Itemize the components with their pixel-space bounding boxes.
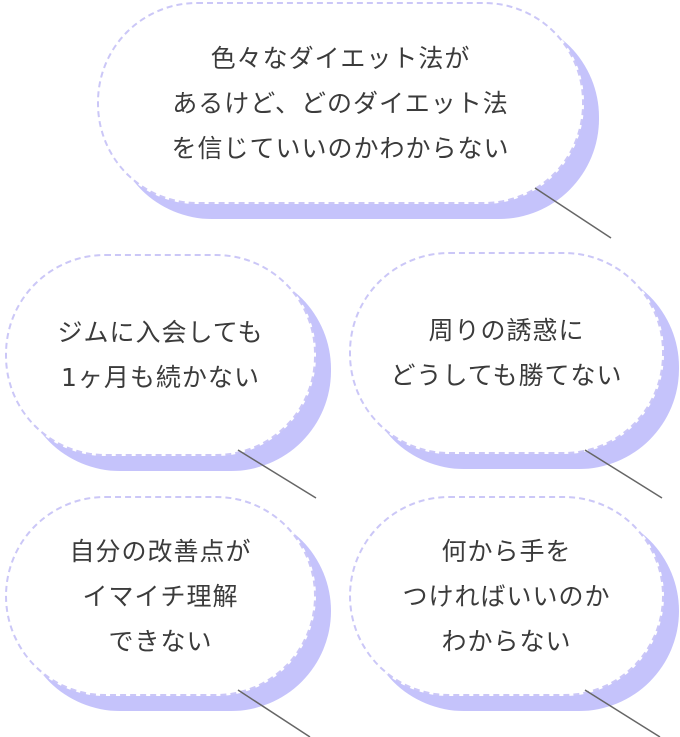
bubble-body: 何から手を つければいいのか わからない [349,496,664,696]
speech-bubble-1: 色々なダイエット法が あるけど、どのダイエット法 を信じていいのかわからない [97,2,599,219]
bubble-body: 自分の改善点が イマイチ理解 できない [5,496,316,696]
speech-bubble-3: 周りの誘惑に どうしても勝てない [349,252,679,469]
bubble-text-line: 周りの誘惑に [428,316,585,345]
bubble-body: 色々なダイエット法が あるけど、どのダイエット法 を信じていいのかわからない [97,2,584,204]
bubble-pointer-line [534,187,612,239]
bubble-pointer-line [237,449,317,499]
bubble-text-line: 色々なダイエット法が [210,43,471,73]
bubble-text-line: 1ヶ月も続かない [61,363,260,392]
bubble-text-line: イマイチ理解 [82,581,239,611]
bubble-text-line: 何から手を [441,536,572,566]
speech-bubble-2: ジムに入会しても 1ヶ月も続かない [5,254,331,471]
bubble-pointer-line [584,449,663,499]
bubble-text-line: ジムに入会しても [57,318,264,347]
bubble-text-line: あるけど、どのダイエット法 [172,88,509,118]
bubble-body: 周りの誘惑に どうしても勝てない [349,252,664,454]
bubble-text-line: つければいいのか [402,581,611,611]
bubble-text-line: を信じていいのかわからない [171,133,510,163]
speech-bubble-4: 自分の改善点が イマイチ理解 できない [5,496,331,711]
bubble-text-line: わからない [441,626,572,656]
speech-bubble-5: 何から手を つければいいのか わからない [349,496,679,711]
bubble-pointer-line [237,689,311,737]
bubble-body: ジムに入会しても 1ヶ月も続かない [5,254,316,456]
bubble-text-line: 自分の改善点が [69,536,252,566]
bubble-text-line: どうしても勝てない [390,361,623,390]
bubble-text-line: できない [108,626,213,656]
bubble-pointer-line [584,689,661,737]
